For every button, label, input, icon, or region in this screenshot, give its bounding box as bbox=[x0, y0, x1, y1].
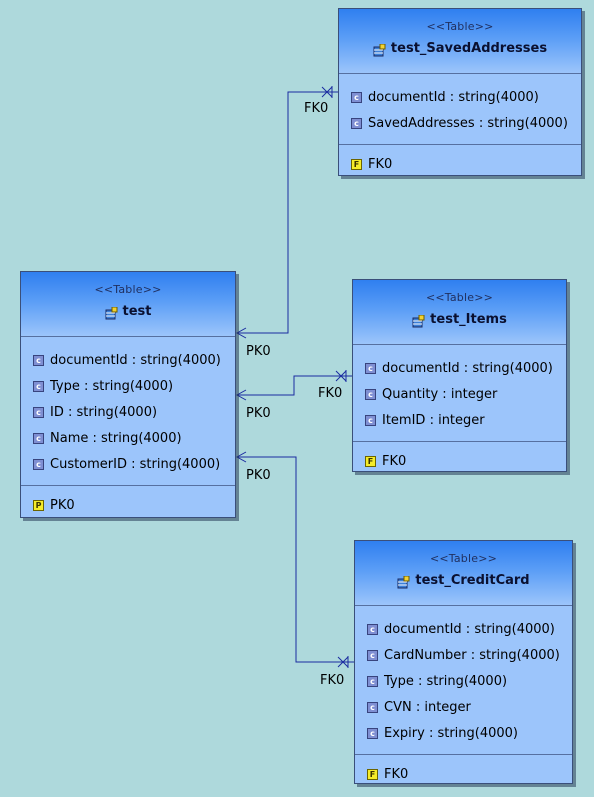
table-test-credit-card[interactable]: <<Table>> test_CreditCard c documentId : … bbox=[354, 540, 573, 784]
key-label: PK0 bbox=[50, 497, 75, 513]
stereotype-label: <<Table>> bbox=[429, 552, 498, 565]
table-test[interactable]: <<Table>> test c documentId : string(4000… bbox=[20, 271, 236, 518]
stereotype-label: <<Table>> bbox=[94, 283, 162, 296]
arrowhead-pk-1 bbox=[235, 327, 247, 339]
column-label: Type : string(4000) bbox=[384, 673, 508, 689]
fk-label-saved-addresses: FK0 bbox=[304, 101, 329, 116]
column-icon: c bbox=[33, 354, 44, 366]
column-icon: c bbox=[365, 362, 376, 374]
column-label: ItemID : integer bbox=[382, 412, 485, 428]
column-icon: c bbox=[365, 388, 376, 400]
table-icon bbox=[412, 313, 425, 328]
key-row[interactable]: F FK0 bbox=[339, 151, 581, 177]
column-icon: c bbox=[351, 117, 362, 129]
column-label: ID : string(4000) bbox=[50, 404, 158, 420]
table-header: <<Table>> test bbox=[21, 272, 235, 337]
key-row[interactable]: P PK0 bbox=[21, 492, 235, 518]
column-label: Name : string(4000) bbox=[50, 430, 182, 446]
table-name: test_SavedAddresses bbox=[390, 41, 548, 56]
column-label: CardNumber : string(4000) bbox=[384, 647, 560, 663]
connector-credit-card bbox=[237, 456, 354, 663]
column-icon: c bbox=[33, 406, 44, 418]
fk-label-credit-card: FK0 bbox=[320, 673, 345, 688]
column-row[interactable]: c Quantity : integer bbox=[353, 381, 566, 407]
column-row[interactable]: c ItemID : integer bbox=[353, 407, 566, 433]
table-test-saved-addresses[interactable]: <<Table>> test_SavedAddresses c documentI… bbox=[338, 8, 582, 176]
column-row[interactable]: c ID : string(4000) bbox=[21, 399, 235, 425]
table-name: test_Items bbox=[430, 312, 507, 327]
column-label: Quantity : integer bbox=[382, 386, 498, 402]
key-label: FK0 bbox=[382, 453, 407, 469]
column-row[interactable]: c SavedAddresses : string(4000) bbox=[339, 110, 581, 136]
column-row[interactable]: c documentId : string(4000) bbox=[355, 616, 572, 642]
pk-label-2: PK0 bbox=[246, 406, 271, 421]
stereotype-label: <<Table>> bbox=[425, 291, 494, 304]
table-test-items[interactable]: <<Table>> test_Items c documentId : strin… bbox=[352, 279, 567, 472]
column-row[interactable]: c documentId : string(4000) bbox=[353, 355, 566, 381]
table-header: <<Table>> test_CreditCard bbox=[355, 541, 572, 606]
foreign-key-icon: F bbox=[365, 455, 376, 467]
column-icon: c bbox=[33, 380, 44, 392]
table-icon bbox=[397, 574, 410, 589]
column-label: documentId : string(4000) bbox=[382, 360, 553, 376]
key-label: FK0 bbox=[368, 156, 393, 172]
column-icon: c bbox=[33, 432, 44, 444]
table-header: <<Table>> test_SavedAddresses bbox=[339, 9, 581, 74]
column-row[interactable]: c documentId : string(4000) bbox=[339, 84, 581, 110]
arrowhead-pk-2 bbox=[235, 389, 247, 401]
pk-label-3: PK0 bbox=[246, 468, 271, 483]
column-label: CustomerID : string(4000) bbox=[50, 456, 221, 472]
column-icon: c bbox=[365, 414, 376, 426]
key-list: F FK0 bbox=[339, 145, 581, 187]
foreign-key-icon: F bbox=[367, 768, 378, 780]
key-list: F FK0 bbox=[355, 755, 572, 797]
connector-saved-addresses bbox=[237, 91, 338, 334]
column-label: documentId : string(4000) bbox=[368, 89, 539, 105]
column-row[interactable]: c Type : string(4000) bbox=[355, 668, 572, 694]
column-icon: c bbox=[367, 675, 378, 687]
key-row[interactable]: F FK0 bbox=[355, 761, 572, 787]
stereotype-label: <<Table>> bbox=[426, 20, 494, 33]
column-row[interactable]: c Expiry : string(4000) bbox=[355, 720, 572, 746]
column-row[interactable]: c documentId : string(4000) bbox=[21, 347, 235, 373]
key-list: F FK0 bbox=[353, 442, 566, 484]
column-icon: c bbox=[367, 649, 378, 661]
column-icon: c bbox=[33, 458, 44, 470]
column-icon: c bbox=[367, 623, 378, 635]
column-label: SavedAddresses : string(4000) bbox=[368, 115, 568, 131]
column-row[interactable]: c Type : string(4000) bbox=[21, 373, 235, 399]
table-header: <<Table>> test_Items bbox=[353, 280, 566, 345]
key-list: P PK0 bbox=[21, 486, 235, 528]
key-label: FK0 bbox=[384, 766, 409, 782]
foreign-key-icon: F bbox=[351, 158, 362, 170]
primary-key-icon: P bbox=[33, 499, 44, 511]
arrowhead-pk-3 bbox=[235, 451, 247, 463]
column-icon: c bbox=[351, 91, 362, 103]
column-label: documentId : string(4000) bbox=[384, 621, 555, 637]
key-row[interactable]: F FK0 bbox=[353, 448, 566, 474]
fk-label-items: FK0 bbox=[318, 386, 343, 401]
column-icon: c bbox=[367, 727, 378, 739]
column-label: documentId : string(4000) bbox=[50, 352, 221, 368]
fk-marker-credit-card bbox=[337, 656, 349, 668]
column-row[interactable]: c CustomerID : string(4000) bbox=[21, 451, 235, 477]
table-name: test bbox=[122, 304, 152, 319]
table-name: test_CreditCard bbox=[415, 573, 530, 588]
column-row[interactable]: c CVN : integer bbox=[355, 694, 572, 720]
fk-marker-items bbox=[335, 370, 347, 382]
column-label: Type : string(4000) bbox=[50, 378, 174, 394]
pk-label-1: PK0 bbox=[246, 344, 271, 359]
column-label: Expiry : string(4000) bbox=[384, 725, 518, 741]
fk-marker-saved-addresses bbox=[321, 86, 333, 98]
table-icon bbox=[105, 305, 118, 320]
column-row[interactable]: c Name : string(4000) bbox=[21, 425, 235, 451]
column-label: CVN : integer bbox=[384, 699, 471, 715]
column-row[interactable]: c CardNumber : string(4000) bbox=[355, 642, 572, 668]
column-icon: c bbox=[367, 701, 378, 713]
table-icon bbox=[373, 42, 386, 57]
